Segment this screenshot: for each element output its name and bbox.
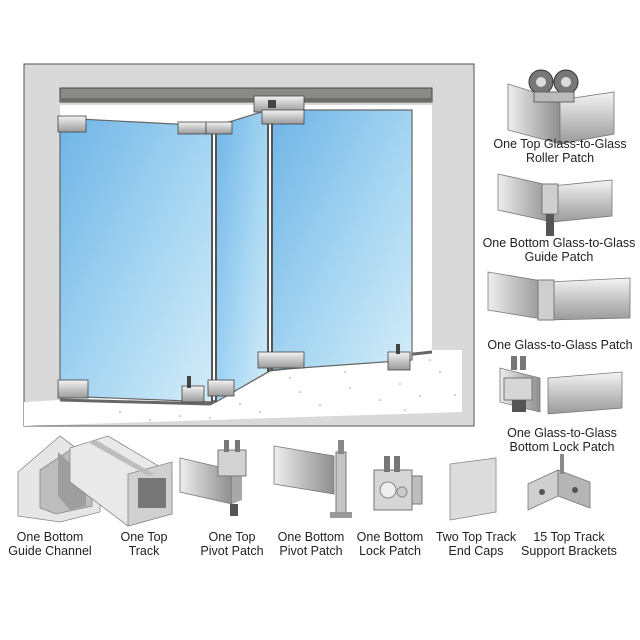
top-track-image bbox=[69, 435, 173, 527]
glass-panel-1 bbox=[59, 117, 213, 403]
label-top-pivot-patch: One Top Pivot Patch bbox=[200, 530, 264, 558]
label-end-caps: Two Top Track End Caps bbox=[435, 530, 517, 558]
roller-patch-image bbox=[507, 69, 615, 145]
door-hardware-dark bbox=[187, 100, 400, 388]
label-guide-patch: One Bottom Glass-to-Glass Guide Patch bbox=[482, 236, 636, 264]
door-hardware bbox=[57, 95, 411, 403]
label-roller-patch: One Top Glass-to-Glass Roller Patch bbox=[493, 137, 627, 165]
label-glass-to-glass-patch: One Glass-to-Glass Patch bbox=[487, 338, 633, 352]
glass-panel-3 bbox=[271, 109, 413, 371]
bottom-lock-image bbox=[373, 456, 423, 511]
glass-to-glass-patch-image bbox=[487, 271, 631, 321]
guide-patch-image bbox=[497, 173, 613, 236]
label-bottom-pivot-patch: One Bottom Pivot Patch bbox=[277, 530, 345, 558]
support-bracket-image bbox=[527, 454, 591, 511]
label-bottom-lock-patch: One Glass-to-Glass Bottom Lock Patch bbox=[507, 426, 617, 454]
end-cap-image bbox=[449, 457, 497, 521]
floor-texture bbox=[119, 359, 456, 421]
label-bottom-guide-channel: One Bottom Guide Channel bbox=[8, 530, 92, 558]
bottom-pivot-patch-image bbox=[273, 440, 352, 518]
top-pivot-patch-image bbox=[179, 440, 247, 516]
bottom-lock-patch-image bbox=[499, 356, 623, 415]
label-bottom-lock-patch-2: One Bottom Lock Patch bbox=[356, 530, 424, 558]
label-support-brackets: 15 Top Track Support Brackets bbox=[521, 530, 617, 558]
label-top-track: One Top Track bbox=[120, 530, 168, 558]
